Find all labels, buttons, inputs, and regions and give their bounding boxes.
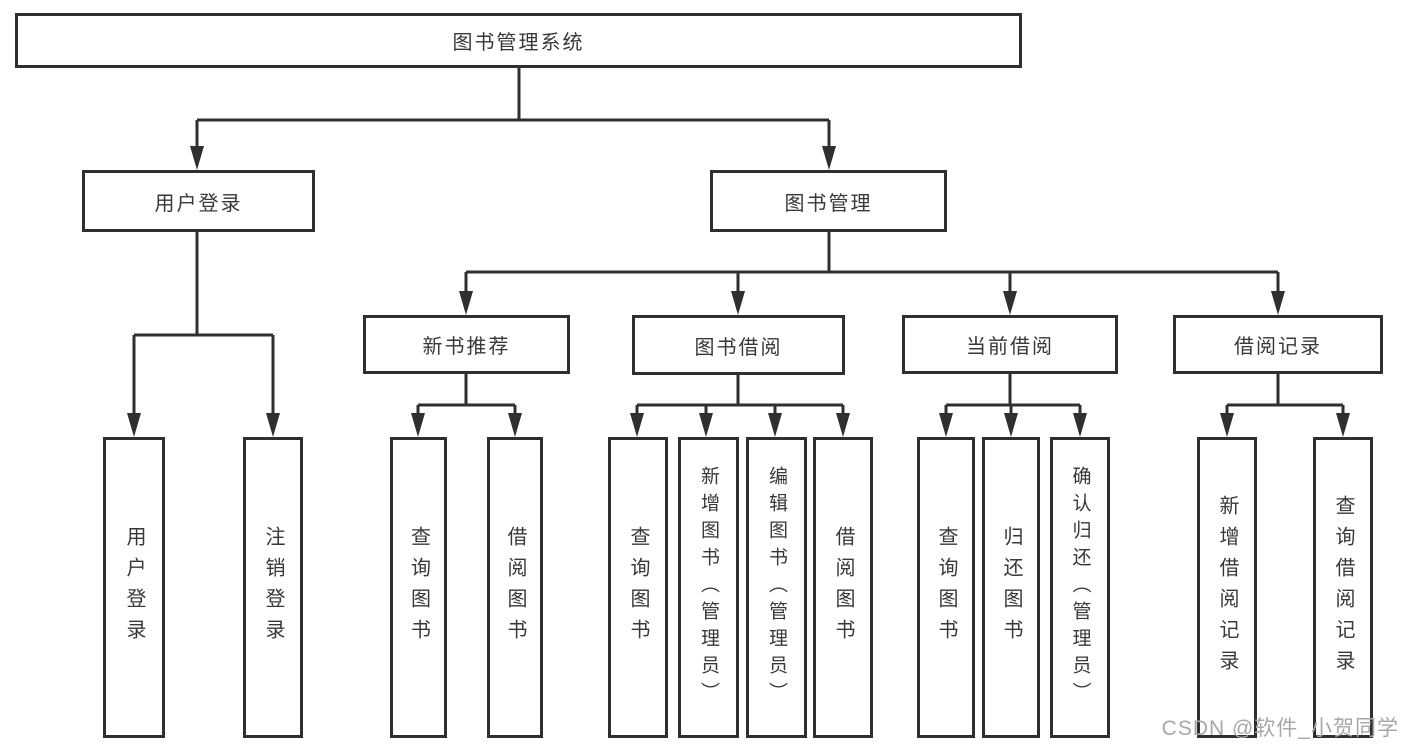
- leaf-add-books-admin: 新增图书（管理员）: [678, 437, 739, 738]
- leaf-query-borrow-record: 查询借阅记录: [1313, 437, 1373, 738]
- leaf-edit-books-admin: 编辑图书（管理员）: [746, 437, 807, 738]
- leaf-query-books-borrow: 查询图书: [608, 437, 668, 738]
- node-borrow-records-label: 借阅记录: [1234, 336, 1322, 358]
- leaf-add-borrow-record: 新增借阅记录: [1197, 437, 1257, 738]
- node-user-login-label: 用户登录: [154, 192, 243, 215]
- node-user-login: 用户登录: [82, 170, 315, 232]
- node-root: 图书管理系统: [15, 13, 1022, 68]
- leaf-user-login-label: 用户登录: [123, 525, 145, 650]
- node-current-borrow-label: 当前借阅: [966, 336, 1054, 358]
- node-new-book-recommend: 新书推荐: [363, 315, 570, 374]
- leaf-add-books-admin-label: 新增图书（管理员）: [698, 466, 719, 709]
- node-book-borrow-label: 图书借阅: [694, 336, 783, 359]
- csdn-watermark: CSDN @软件_小贺同学: [1161, 717, 1399, 740]
- leaf-confirm-return-admin-label: 确认归还（管理员）: [1069, 466, 1091, 709]
- node-book-management: 图书管理: [710, 170, 947, 232]
- leaf-return-books-label: 归还图书: [1000, 525, 1022, 650]
- node-book-borrow: 图书借阅: [632, 315, 845, 375]
- node-book-management-label: 图书管理: [784, 192, 873, 215]
- leaf-borrow-books-recommend: 借阅图书: [487, 437, 543, 738]
- node-current-borrow: 当前借阅: [902, 315, 1118, 374]
- leaf-query-books-recommend: 查询图书: [390, 437, 447, 738]
- leaf-query-borrow-record-label: 查询借阅记录: [1332, 494, 1354, 681]
- leaf-edit-books-admin-label: 编辑图书（管理员）: [766, 466, 787, 709]
- leaf-logout: 注销登录: [243, 437, 303, 738]
- leaf-borrow-books-borrow-label: 借阅图书: [832, 525, 854, 650]
- leaf-confirm-return-admin: 确认归还（管理员）: [1050, 437, 1110, 738]
- leaf-query-books-current: 查询图书: [917, 437, 975, 738]
- leaf-borrow-books-borrow: 借阅图书: [813, 437, 873, 738]
- leaf-query-books-current-label: 查询图书: [935, 525, 957, 650]
- leaf-borrow-books-recommend-label: 借阅图书: [504, 525, 526, 650]
- leaf-add-borrow-record-label: 新增借阅记录: [1216, 494, 1238, 681]
- leaf-return-books: 归还图书: [982, 437, 1040, 738]
- leaf-query-books-borrow-label: 查询图书: [627, 525, 649, 650]
- leaf-query-books-recommend-label: 查询图书: [407, 525, 430, 650]
- node-borrow-records: 借阅记录: [1173, 315, 1383, 374]
- node-root-label: 图书管理系统: [452, 32, 585, 54]
- node-new-book-recommend-label: 新书推荐: [422, 336, 511, 358]
- leaf-user-login: 用户登录: [103, 437, 165, 738]
- leaf-logout-label: 注销登录: [262, 525, 284, 650]
